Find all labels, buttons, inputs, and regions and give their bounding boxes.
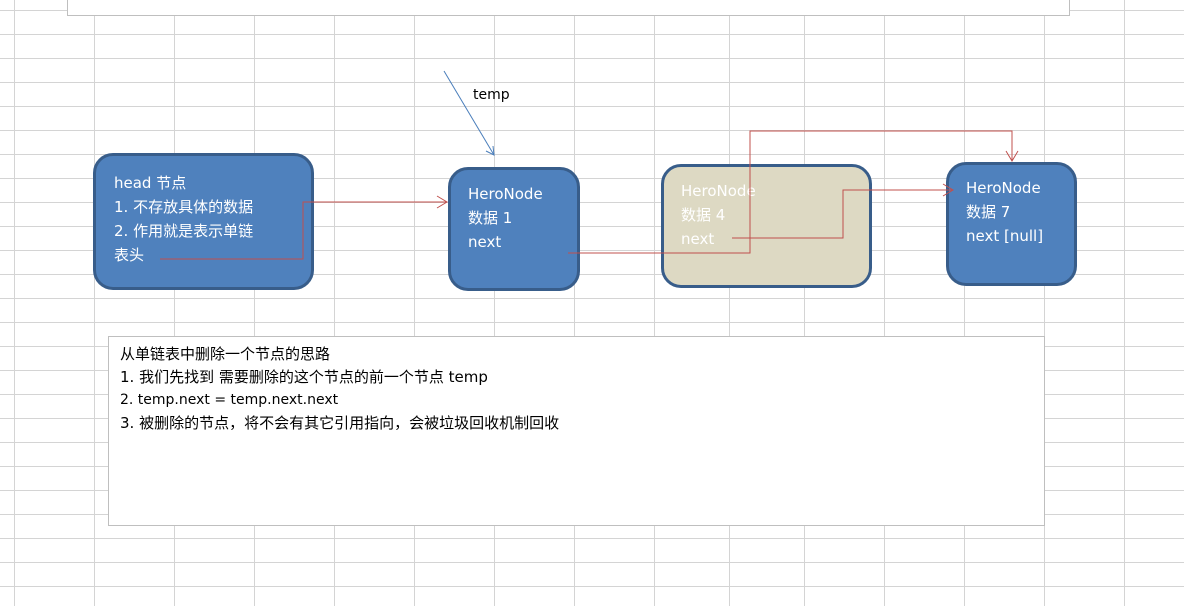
node-line: HeroNode (468, 185, 543, 203)
head-node-line: 2. 作用就是表示单链 (114, 222, 254, 240)
node-line: next (468, 233, 502, 251)
node-line: 数据 7 (966, 203, 1011, 221)
note-text: 从单链表中删除一个节点的思路 1. 我们先找到 需要删除的这个节点的前一个节点 … (120, 343, 559, 435)
node-line: 数据 1 (468, 209, 513, 227)
head-node-line: head 节点 (114, 174, 187, 192)
node-line: HeroNode (681, 182, 756, 200)
temp-label: temp (473, 87, 510, 103)
note-line: 从单链表中删除一个节点的思路 (120, 345, 331, 363)
hero-node-1[interactable]: HeroNode 数据 1 next (448, 167, 580, 291)
head-node[interactable]: head 节点 1. 不存放具体的数据 2. 作用就是表示单链 表头 (93, 153, 314, 290)
note-line: 2. temp.next = temp.next.next (120, 392, 339, 408)
top-text-box[interactable] (67, 0, 1070, 16)
node-line: 数据 4 (681, 206, 726, 224)
head-node-line: 1. 不存放具体的数据 (114, 198, 254, 216)
node-line: next [null] (966, 227, 1044, 245)
hero-node-4-deleted[interactable]: HeroNode 数据 4 next (661, 164, 872, 288)
hero-node-7[interactable]: HeroNode 数据 7 next [null] (946, 162, 1077, 286)
note-text-box[interactable] (108, 336, 1045, 526)
head-node-line: 表头 (114, 246, 145, 264)
note-line: 1. 我们先找到 需要删除的这个节点的前一个节点 temp (120, 368, 488, 386)
node-line: HeroNode (966, 179, 1041, 197)
node-line: next (681, 230, 715, 248)
note-line: 3. 被删除的节点，将不会有其它引用指向，会被垃圾回收机制回收 (120, 414, 560, 432)
